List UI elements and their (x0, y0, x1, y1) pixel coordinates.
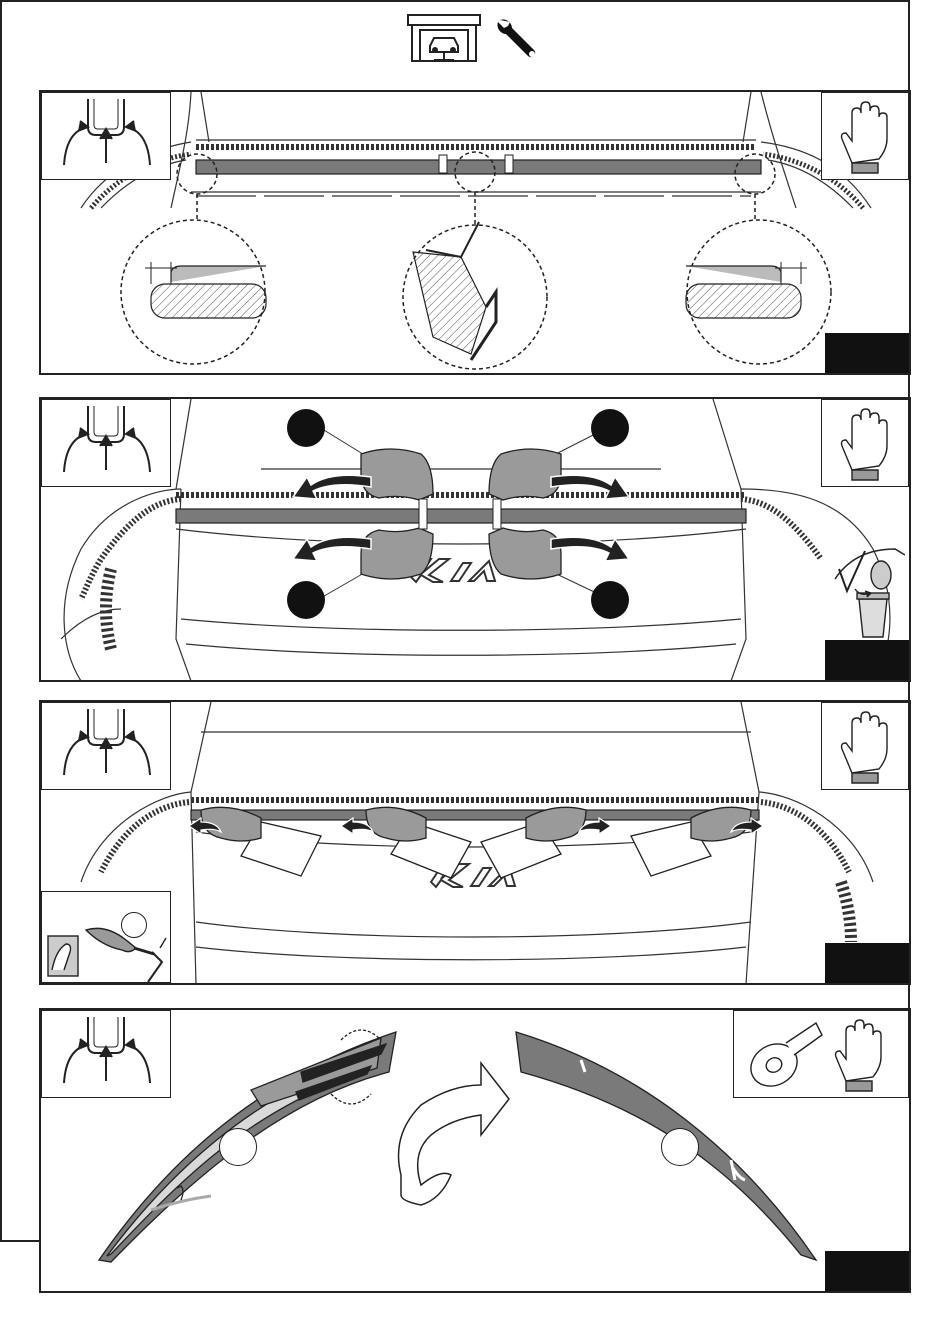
gloves-icon (821, 399, 909, 487)
discard-bin-icon (825, 539, 905, 639)
garage-car-lift-icon (408, 15, 480, 61)
open-tailgate-icon (41, 702, 171, 790)
callout-left-strip (219, 1128, 257, 1166)
gloves-icon (821, 702, 909, 790)
panel-2 (39, 397, 911, 682)
callout-press (121, 912, 147, 938)
press-firmly-icon (41, 891, 171, 983)
gloves-icon (821, 92, 909, 180)
open-tailgate-icon (41, 92, 171, 180)
callout-2 (591, 409, 629, 447)
panel-1 (39, 90, 911, 375)
panel-4 (39, 1008, 911, 1293)
callout-right-strip (661, 1128, 699, 1166)
header-icons (400, 10, 550, 65)
adhesive-tape-icon (743, 1023, 822, 1094)
wrench-icon (497, 19, 535, 57)
step-number-box (825, 333, 909, 373)
open-tailgate-icon (41, 399, 171, 487)
right-gap-detail (686, 220, 831, 364)
center-edge-detail (403, 222, 547, 369)
open-tailgate-icon (41, 1010, 171, 1098)
flip-arrow (399, 1063, 510, 1205)
tape-and-gloves-box (733, 1010, 909, 1098)
callout-4 (591, 581, 629, 619)
left-gap-detail (121, 220, 266, 364)
step-number-box (825, 943, 909, 983)
panel-3 (39, 700, 911, 985)
callout-1 (287, 409, 325, 447)
callout-3 (287, 581, 325, 619)
step-number-box (825, 640, 909, 680)
step-number-box (825, 1251, 909, 1291)
gloves-icon (836, 1020, 882, 1091)
